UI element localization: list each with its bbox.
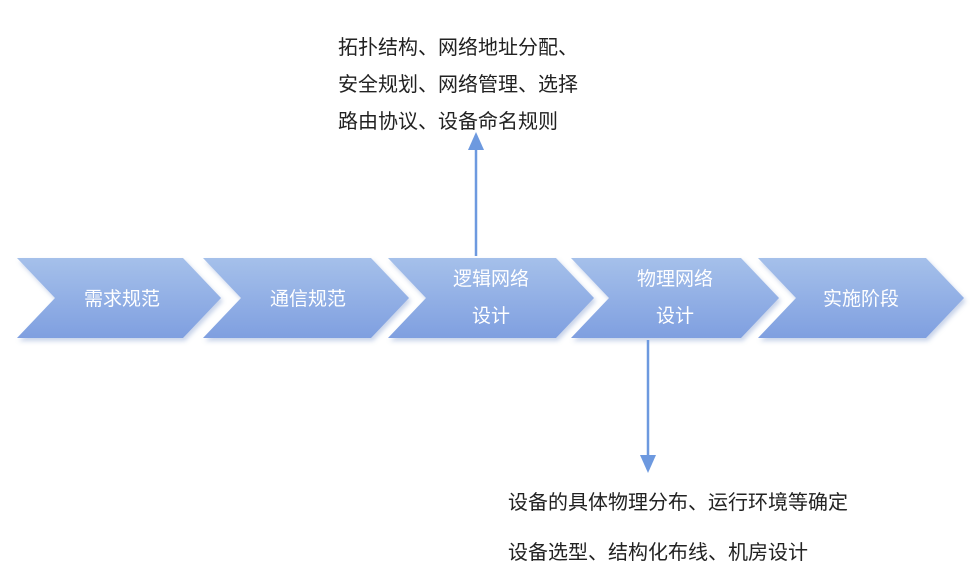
chevron-requirements-spec (17, 258, 221, 338)
chevron-communication-spec (203, 258, 409, 338)
stage-label-requirements-spec: 需求规范 (84, 288, 160, 310)
stage-label-logical-network-design-line1: 逻辑网络 (453, 268, 529, 290)
up-arrow-head (468, 132, 484, 150)
stage-label-communication-spec: 通信规范 (270, 288, 346, 310)
physical-design-note-line: 设备的具体物理分布、运行环境等确定 (508, 490, 848, 514)
chevron-logical-network-design (388, 258, 594, 338)
chevron-physical-network-design (571, 258, 779, 338)
stage-label-implementation-phase: 实施阶段 (823, 288, 899, 310)
stage-label-physical-network-design-line2: 设计 (656, 305, 694, 327)
physical-design-note: 设备的具体物理分布、运行环境等确定 设备选型、结构化布线、机房设计 (508, 477, 848, 577)
stage-label-physical-network-design-line1: 物理网络 (637, 268, 713, 290)
logical-design-note: 拓扑结构、网络地址分配、 安全规划、网络管理、选择 路由协议、设备命名规则 (338, 29, 578, 140)
logical-design-note-line: 拓扑结构、网络地址分配、 (338, 35, 578, 59)
physical-design-note-line: 设备选型、结构化布线、机房设计 (508, 540, 808, 564)
chevron-implementation-phase (758, 258, 964, 338)
logical-design-note-line: 路由协议、设备命名规则 (338, 109, 558, 133)
down-arrow-head (640, 455, 656, 473)
stage-label-logical-network-design-line2: 设计 (472, 305, 510, 327)
logical-design-note-line: 安全规划、网络管理、选择 (338, 72, 578, 96)
